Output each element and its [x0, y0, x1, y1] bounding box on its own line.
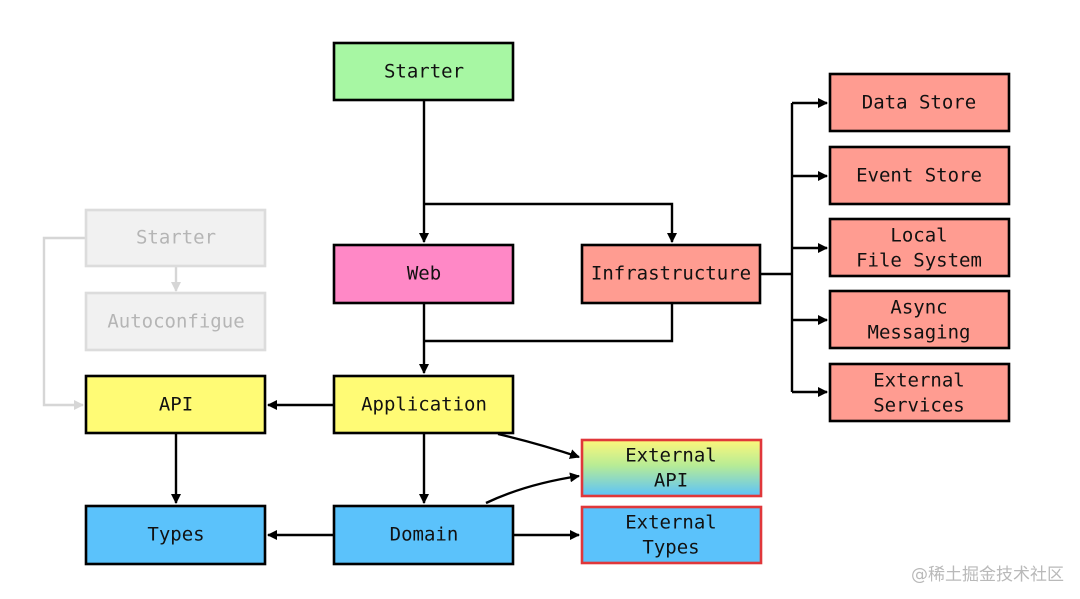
node-ghost-starter [84, 208, 267, 268]
node-event-store-label: Event Store [856, 165, 982, 187]
node-event-store [828, 145, 1011, 206]
edge-ghost-starter-api [42, 236, 86, 410]
node-external-api [580, 438, 763, 498]
node-external-services-label-2: Services [873, 395, 965, 417]
node-external-api-label-1: External [625, 445, 717, 467]
node-domain-label: Domain [390, 524, 459, 546]
node-data-store-label: Data Store [862, 92, 976, 114]
node-application [332, 374, 515, 435]
node-async-messaging [828, 289, 1011, 350]
node-local-file-system [828, 217, 1011, 278]
node-external-services-label-1: External [873, 370, 965, 392]
node-types-label: Types [147, 524, 204, 546]
node-application-label: Application [361, 394, 487, 416]
node-local-file-system-label-2: File System [856, 250, 982, 272]
node-local-file-system-label-1: Local [890, 225, 947, 247]
node-autoconfigure-label: Autoconfigue [107, 311, 244, 333]
node-async-messaging-label-2: Messaging [868, 322, 971, 344]
node-external-services [828, 362, 1011, 423]
node-autoconfigure [84, 291, 267, 352]
edge-application-external-api [497, 432, 580, 459]
node-types [84, 504, 267, 566]
node-external-api-label-2: API [654, 470, 688, 492]
node-infrastructure [580, 243, 762, 305]
node-data-store [828, 72, 1011, 133]
node-external-types-label-1: External [625, 512, 717, 534]
node-infrastructure-label: Infrastructure [591, 263, 751, 285]
edge-starter-infrastructure [424, 202, 677, 243]
node-api-label: API [159, 394, 193, 416]
node-external-types-label-2: Types [642, 537, 699, 559]
edge-infrastructure-application [424, 304, 674, 343]
node-web-label: Web [407, 263, 441, 285]
node-async-messaging-label-1: Async [890, 297, 947, 319]
node-domain [332, 504, 515, 566]
node-starter-label: Starter [384, 61, 464, 83]
edge-domain-external-api [485, 472, 580, 505]
watermark: @稀土掘金技术社区 [911, 565, 1064, 585]
node-web [332, 243, 515, 305]
node-api [84, 374, 267, 435]
node-ghost-starter-label: Starter [136, 227, 216, 249]
node-starter [332, 41, 515, 102]
node-external-types [580, 505, 763, 565]
